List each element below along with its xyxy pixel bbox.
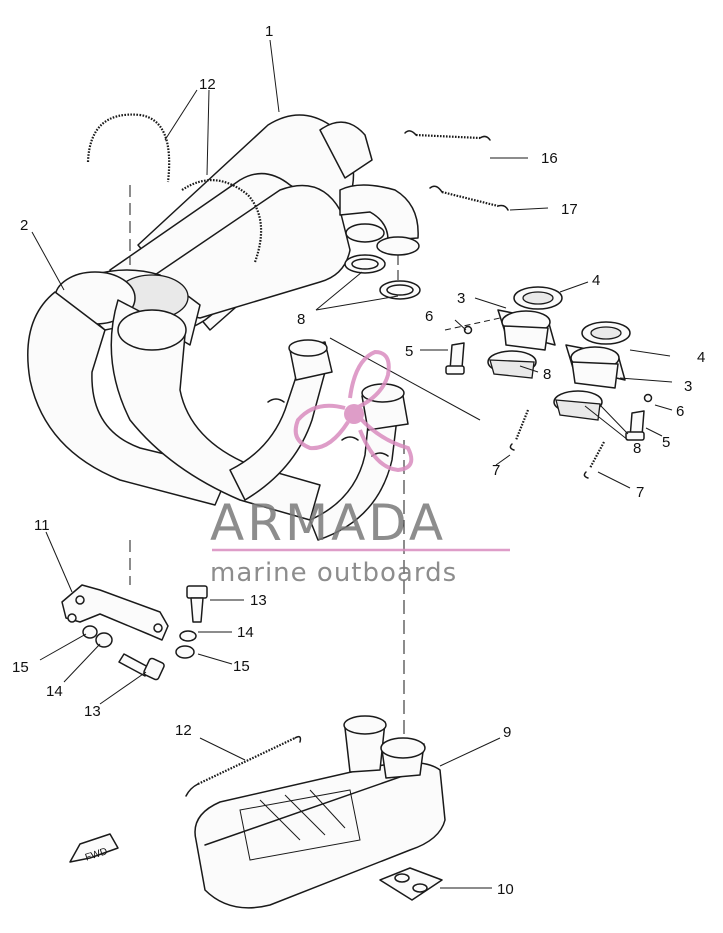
callout-7b: 7 [636,484,644,501]
callout-6b: 6 [676,403,684,420]
callout-16: 16 [541,150,558,167]
callout-13b: 13 [84,703,101,720]
callout-14a: 14 [237,624,254,641]
gasket-rings [344,254,421,300]
callout-11: 11 [34,517,50,534]
callout-8a: 8 [297,311,305,328]
silencer-box [194,715,446,909]
callout-13a: 13 [250,592,267,609]
fwd-arrow: FWD [69,833,119,864]
callout-1: 1 [265,23,273,40]
callout-4a: 4 [592,272,600,289]
callout-3a: 3 [457,290,465,307]
callout-labels: 1 2 3 3 4 4 5 5 6 6 7 7 8 8 8 9 10 11 12… [12,23,705,898]
callout-2: 2 [20,217,28,234]
callout-15a: 15 [12,659,29,676]
expansion-chamber-assembly [27,114,420,541]
springs [404,130,605,479]
bolt-left [445,342,465,375]
callout-9: 9 [503,724,511,741]
callout-6a: 6 [425,308,433,325]
coil-spring-lower [185,735,302,797]
callout-14b: 14 [46,683,63,700]
watermark-brand: ARMADA [210,494,446,552]
grommet-bracket-b [82,625,98,639]
callout-17: 17 [561,201,578,218]
washer-bracket-b [95,632,113,648]
callout-8c: 8 [633,440,641,457]
bolt-bracket-upper [186,585,208,623]
callout-4b: 4 [697,349,705,366]
callout-12b: 12 [175,722,192,739]
bolt-right [625,410,645,441]
washer-left [463,325,473,335]
callout-3b: 3 [684,378,692,395]
bolt-bracket-lower [118,653,165,681]
grommet-bracket-a [175,645,195,659]
rubber-mount-plate [379,867,443,901]
propeller-logo-icon [293,349,414,473]
callout-15b: 15 [233,658,250,675]
washer-right [643,393,653,403]
washer-bracket-a [179,630,197,642]
callout-5b: 5 [662,434,670,451]
leader-lines [31,39,673,889]
coil-hose-upper [86,113,263,263]
armada-watermark: ARMADA marine outboards [210,349,510,588]
callout-10: 10 [497,881,514,898]
callout-12a: 12 [199,76,216,93]
manifold-flange-left [487,286,563,379]
callout-7a: 7 [492,462,500,479]
callout-8b: 8 [543,366,551,383]
mounting-bracket [61,584,169,641]
callout-5a: 5 [405,343,413,360]
watermark-tagline: marine outboards [210,558,457,588]
manifold-flange-right [553,321,631,421]
